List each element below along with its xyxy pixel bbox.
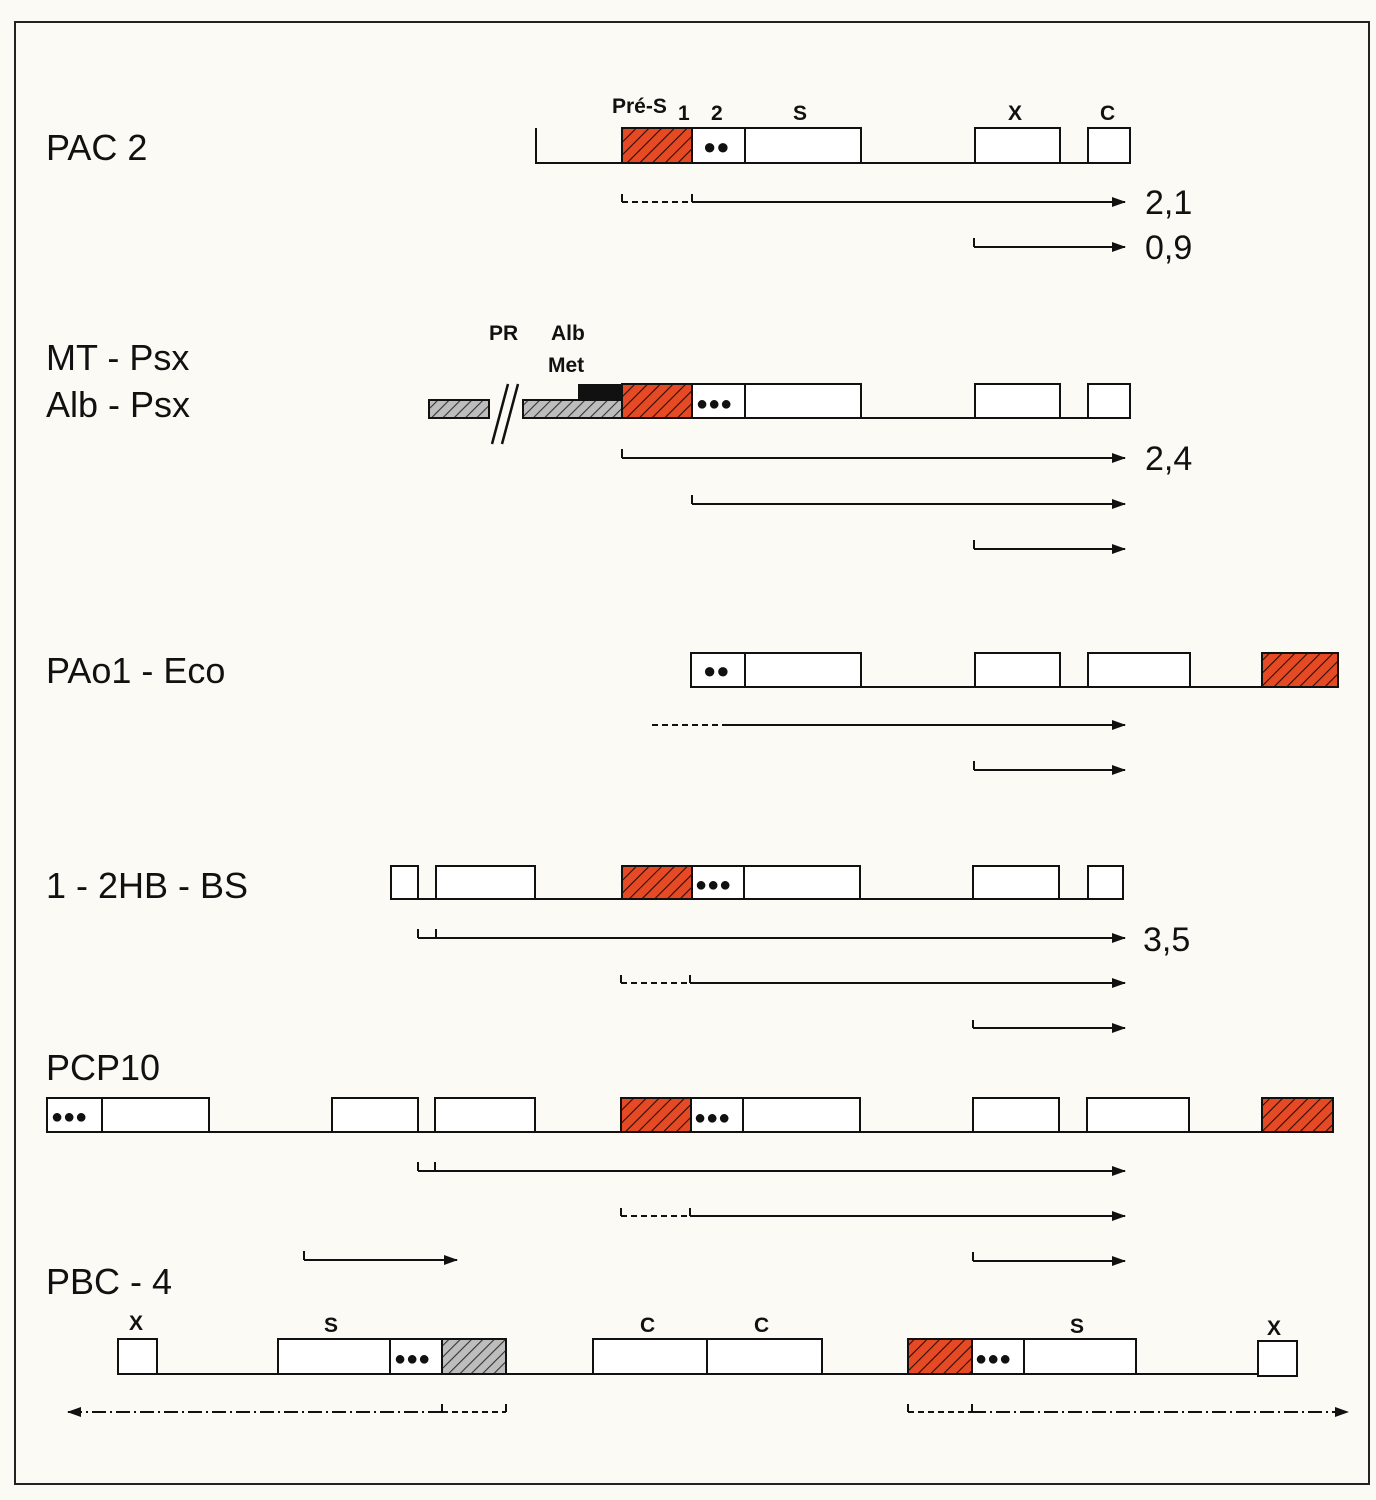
row-label-pcp10: PCP10 [46, 1047, 160, 1088]
pre-s2-box [691, 383, 746, 419]
dots-marker: ●●● [975, 1348, 1011, 1370]
x-gene-box [974, 127, 1061, 164]
row-pao1-eco: PAo1 - Eco ●● [46, 650, 1339, 775]
pre-s-region [621, 383, 693, 419]
header-c: C [754, 1314, 769, 1337]
header-x: X [129, 1312, 143, 1335]
header-c: C [1100, 102, 1115, 125]
row-label-alb-psx: Alb - Psx [46, 384, 190, 425]
row-pac2: PAC 2 Pré-S 1 2 S X C ●● 2,1 0,9 [46, 95, 1192, 267]
row-pbc4: PBC - 4 X S C C S X ●●● ●●● [46, 1261, 1349, 1417]
pre-s-region [621, 865, 693, 900]
break-mark [490, 383, 510, 445]
alb-promoter-segment [522, 399, 623, 419]
s-gene-box [744, 652, 862, 688]
row-pcp10: PCP10 ●●● ●●● [46, 1047, 1334, 1266]
pre-s-region [907, 1338, 973, 1375]
dots-marker: ●● [703, 134, 730, 159]
pre-s-region [621, 127, 693, 164]
header-x: X [1008, 102, 1022, 125]
row-1-2hb-bs: 1 - 2HB - BS ●●● 3,5 [46, 865, 1190, 1033]
pre-s-region [1261, 652, 1339, 688]
dots-marker: ●●● [695, 874, 731, 896]
s-gene-box [744, 127, 862, 164]
transcript-size: 2,4 [1145, 440, 1192, 478]
transcript-size: 0,9 [1145, 229, 1192, 267]
pre-s-region [1261, 1097, 1334, 1133]
pre-s2-box [971, 1338, 1025, 1375]
c-gene-box [1087, 865, 1124, 900]
figure-frame [14, 21, 1370, 1485]
dots-marker: ●● [703, 658, 730, 683]
header-pr: PR [489, 322, 518, 345]
header-pre-s: Pré-S [612, 95, 667, 118]
row-mt-alb-psx: MT - Psx Alb - Psx PR Alb Met ●●● 2,4 [46, 322, 1192, 554]
s-gene-box [743, 865, 861, 900]
header-x: X [1267, 1317, 1281, 1340]
s-gene-box [277, 1338, 391, 1375]
pre-s2-box [46, 1097, 103, 1133]
met-promoter-block [578, 384, 622, 400]
s-gene-box [101, 1097, 210, 1133]
x-gene-box [1257, 1340, 1298, 1377]
break-mark [500, 383, 520, 445]
s-gene-box [742, 1097, 861, 1133]
row-label-pao1-eco: PAo1 - Eco [46, 650, 225, 691]
c-gene-box [1086, 1097, 1190, 1133]
x-gene-box [974, 383, 1061, 419]
x-gene-box [974, 652, 1061, 688]
header-s: S [1070, 1315, 1084, 1338]
row-label-pbc4: PBC - 4 [46, 1261, 172, 1302]
row-label-1-2hb-bs: 1 - 2HB - BS [46, 865, 248, 906]
header-met: Met [548, 354, 584, 377]
transcript-size: 2,1 [1145, 184, 1192, 222]
row-label-pac2: PAC 2 [46, 127, 147, 168]
s-gene-box [1023, 1338, 1137, 1375]
x-gene-box [972, 865, 1060, 900]
pre-s2-box [690, 652, 746, 688]
pre-s2-box [389, 1338, 443, 1375]
header-2: 2 [711, 102, 723, 125]
dots-marker: ●●● [394, 1348, 430, 1370]
c-gene-box [706, 1338, 823, 1375]
x-gene-box [390, 865, 419, 900]
c-gene-box [435, 865, 536, 900]
header-alb: Alb [551, 322, 585, 345]
transcript-size: 3,5 [1143, 921, 1190, 959]
x-gene-box [331, 1097, 419, 1133]
c-gene-box [434, 1097, 536, 1133]
s-gene-box [744, 383, 862, 419]
header-1: 1 [678, 102, 690, 125]
gray-hatched-region [441, 1338, 507, 1375]
c-gene-box [592, 1338, 708, 1375]
x-gene-box [972, 1097, 1060, 1133]
dots-marker: ●●● [694, 1107, 730, 1129]
header-s: S [324, 1314, 338, 1337]
dots-marker: ●●● [696, 393, 732, 415]
c-gene-box [1087, 652, 1191, 688]
header-c: C [640, 1314, 655, 1337]
pr-promoter-segment [428, 399, 490, 419]
dots-marker: ●●● [51, 1106, 87, 1128]
c-gene-box [1087, 383, 1131, 419]
pre-s2-box [691, 865, 745, 900]
row-label-mt-psx: MT - Psx [46, 337, 189, 378]
header-s: S [793, 102, 807, 125]
c-gene-box [1087, 127, 1131, 164]
pre-s-region [620, 1097, 692, 1133]
dna-backbone [535, 128, 1130, 164]
x-gene-box [117, 1338, 158, 1375]
